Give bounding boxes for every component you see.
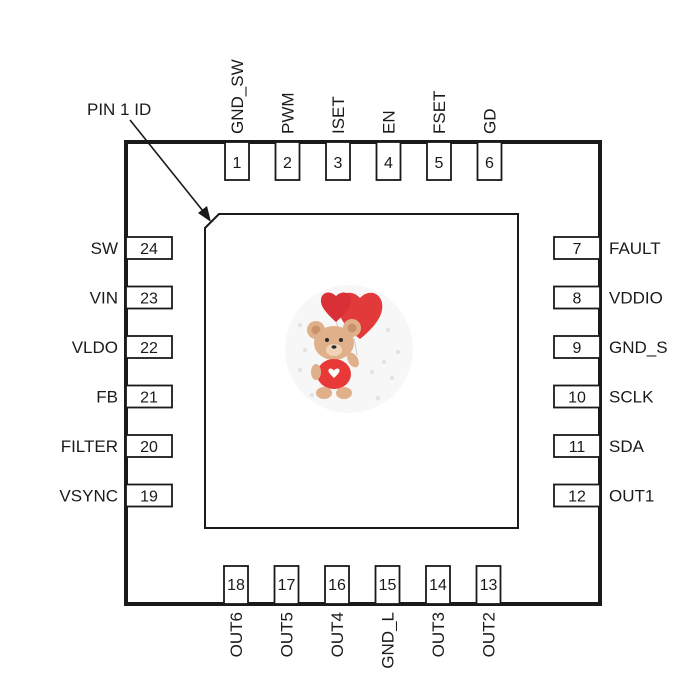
- pin-pad: [553, 483, 601, 508]
- pin-name: OUT5: [278, 612, 297, 657]
- pin-number: 2: [283, 155, 292, 172]
- pin-pad: [425, 565, 451, 605]
- pin-number: 3: [334, 155, 343, 172]
- pin-name: GD: [481, 109, 500, 135]
- pin-pad: [553, 285, 601, 310]
- pin-number: 24: [140, 241, 158, 258]
- pin-name: FB: [96, 388, 118, 407]
- pin-name: OUT6: [227, 612, 246, 657]
- pin-number: 18: [227, 577, 245, 594]
- pin-number: 6: [485, 155, 494, 172]
- pin-number: 12: [568, 489, 586, 506]
- pin-pad: [553, 335, 601, 359]
- teddy-bear-illustration: [285, 285, 413, 413]
- pin-name: OUT3: [429, 612, 448, 657]
- pin-name: GND_S: [609, 338, 668, 357]
- pin-name: FAULT: [609, 239, 661, 258]
- pin-pad: [553, 434, 601, 458]
- pin-name: OUT1: [609, 487, 654, 506]
- pin-pad: [274, 141, 301, 181]
- pin-pad: [125, 384, 173, 409]
- pin-name: SDA: [609, 437, 645, 456]
- pin-name: VDDIO: [609, 289, 663, 308]
- pin-name: FSET: [430, 91, 449, 134]
- pin-name: GND_SW: [228, 59, 247, 134]
- pin-pad: [324, 565, 350, 605]
- pin-pad: [125, 483, 173, 508]
- pin-number: 4: [384, 155, 393, 172]
- pin-number: 21: [140, 390, 158, 407]
- pin-name: VIN: [90, 289, 118, 308]
- pin-number: 7: [573, 241, 582, 258]
- pin-pad: [224, 141, 250, 181]
- pin-pad: [125, 335, 173, 359]
- pin-number: 22: [140, 340, 158, 357]
- pin-number: 16: [328, 577, 346, 594]
- pin-pad: [325, 141, 351, 181]
- pin-name: FILTER: [61, 437, 118, 456]
- pin1-id-label: PIN 1 ID: [87, 100, 151, 119]
- pin-pad: [223, 565, 249, 605]
- pin1-id-arrowhead: [198, 206, 211, 222]
- pin-number: 14: [429, 577, 447, 594]
- pin-name: GND_L: [379, 612, 398, 669]
- pin-name: SCLK: [609, 388, 654, 407]
- pin1-id-arrow: [129, 119, 208, 217]
- pin-number: 19: [140, 489, 158, 506]
- pin-pad: [375, 141, 402, 181]
- pin-number: 10: [568, 390, 586, 407]
- pin-pad: [125, 236, 173, 260]
- pin-pad: [125, 285, 173, 310]
- pin-pad: [374, 565, 401, 605]
- pin-pad: [553, 384, 601, 409]
- pin-name: OUT2: [480, 612, 499, 657]
- pin-name: OUT4: [328, 612, 347, 657]
- pin-number: 17: [278, 577, 296, 594]
- pin-number: 23: [140, 291, 158, 308]
- pin-pad: [475, 565, 502, 605]
- pin-name: VLDO: [72, 338, 118, 357]
- heart-balloon-icon: [320, 292, 352, 322]
- pin-name: PWM: [279, 92, 298, 134]
- pin-name: EN: [380, 110, 399, 134]
- pin-number: 11: [569, 439, 586, 456]
- pin-number: 5: [435, 155, 444, 172]
- pin-name: VSYNC: [59, 487, 118, 506]
- pin-pad: [476, 141, 503, 181]
- pin-number: 20: [140, 439, 158, 456]
- pin-number: 8: [573, 291, 582, 308]
- pin-number: 15: [379, 577, 397, 594]
- pin-pad: [426, 141, 452, 181]
- pin-pad: [553, 236, 601, 260]
- pin-name: SW: [91, 239, 118, 258]
- pin-name: ISET: [329, 96, 348, 134]
- pin-number: 1: [233, 155, 242, 172]
- pin-number: 13: [480, 577, 498, 594]
- pin-number: 9: [573, 340, 582, 357]
- pin-pad: [273, 565, 300, 605]
- pin-pad: [125, 434, 173, 458]
